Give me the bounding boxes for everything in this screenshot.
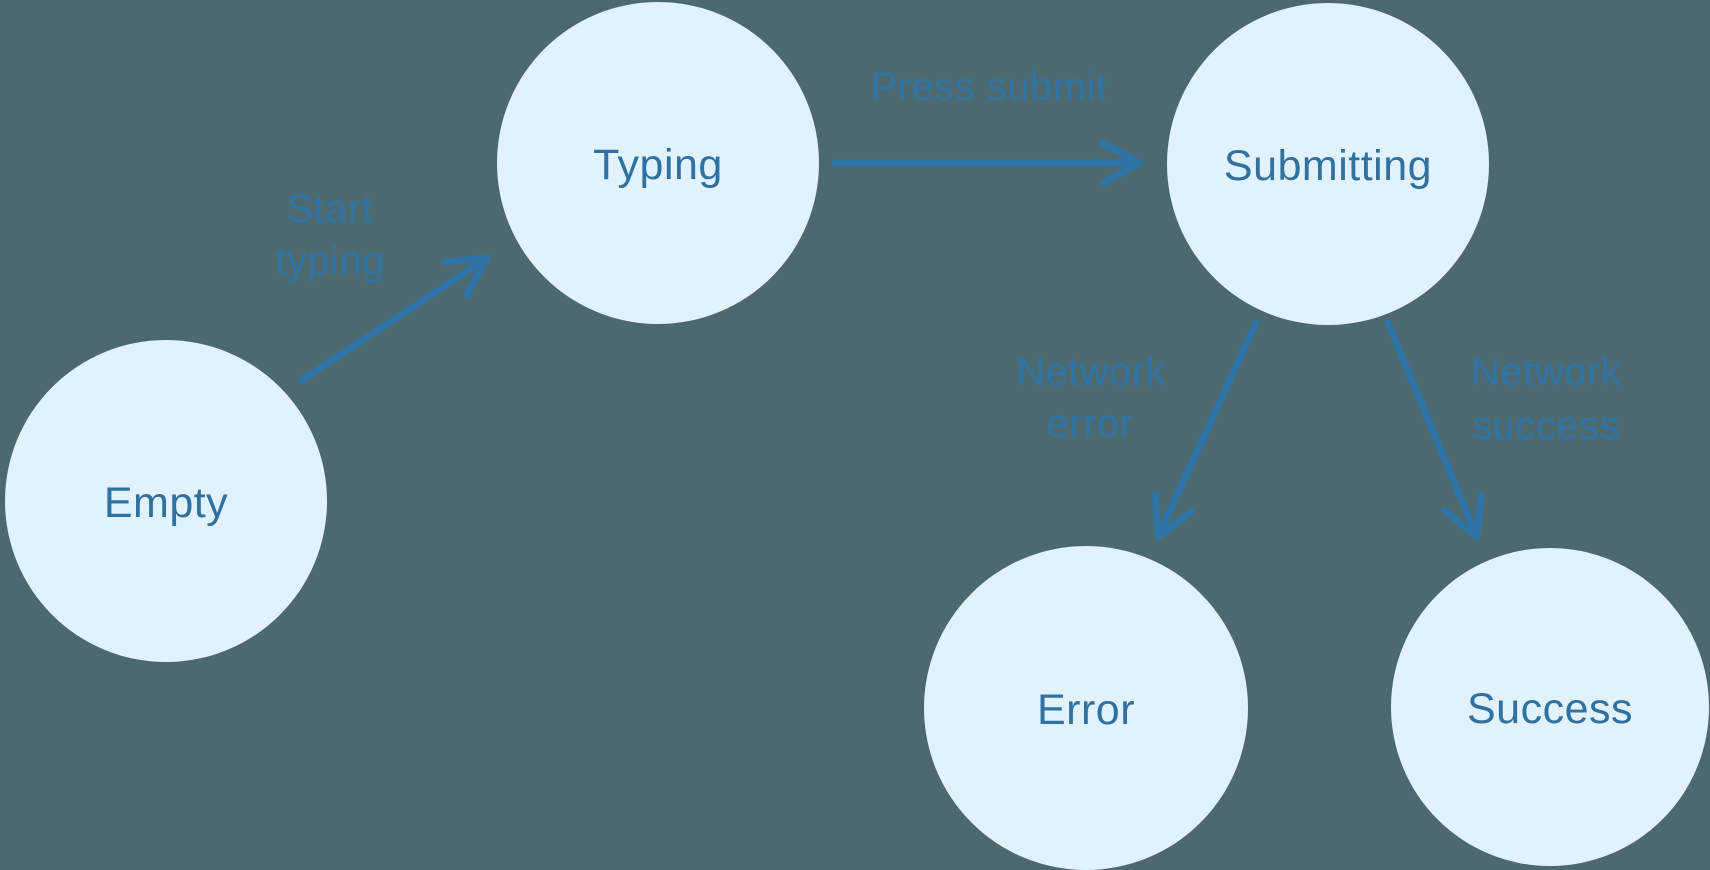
arrowhead-icon	[1099, 139, 1144, 187]
edge-empty-to-typing[interactable]: Start typing	[275, 187, 491, 384]
state-circle-submitting[interactable]	[1167, 3, 1489, 325]
edge-submitting-to-error[interactable]: Network error	[1016, 319, 1260, 541]
arrowhead-icon	[441, 254, 491, 299]
arrowhead-icon	[1152, 491, 1195, 541]
state-node-typing[interactable]: Typing	[497, 2, 819, 324]
state-circle-empty[interactable]	[5, 340, 327, 662]
state-label-success: Success	[1467, 685, 1633, 733]
state-circle-success[interactable]	[1391, 548, 1709, 866]
edge-submitting-to-success[interactable]: Network success	[1384, 319, 1622, 541]
edge-label-start-typing-line2: typing	[275, 239, 385, 283]
edge-label-network-success-line1: Network	[1471, 350, 1622, 394]
state-label-empty: Empty	[104, 479, 228, 527]
edge-label-network-error-line1: Network	[1016, 350, 1167, 394]
edge-label-network-success-line2: success	[1472, 404, 1620, 448]
edge-line-empty-typing[interactable]	[298, 254, 491, 384]
state-node-empty[interactable]: Empty	[5, 340, 327, 662]
edge-label-start-typing-line1: Start	[287, 187, 374, 231]
state-node-success[interactable]: Success	[1391, 548, 1709, 866]
state-label-typing: Typing	[593, 141, 723, 189]
edge-typing-to-submitting[interactable]: Press submit	[831, 65, 1144, 187]
arrowhead-icon	[1441, 491, 1485, 541]
edge-label-network-error-line2: error	[1047, 402, 1134, 446]
edge-line-submitting-success[interactable]	[1384, 319, 1481, 541]
state-label-error: Error	[1037, 686, 1135, 734]
edge-line-submitting-error[interactable]	[1154, 319, 1260, 541]
state-node-error[interactable]: Error	[924, 546, 1248, 870]
state-node-submitting[interactable]: Submitting	[1167, 3, 1489, 325]
edge-label-press-submit: Press submit	[870, 65, 1107, 109]
state-circle-typing[interactable]	[497, 2, 819, 324]
state-label-submitting: Submitting	[1224, 142, 1432, 190]
state-circle-error[interactable]	[924, 546, 1248, 870]
